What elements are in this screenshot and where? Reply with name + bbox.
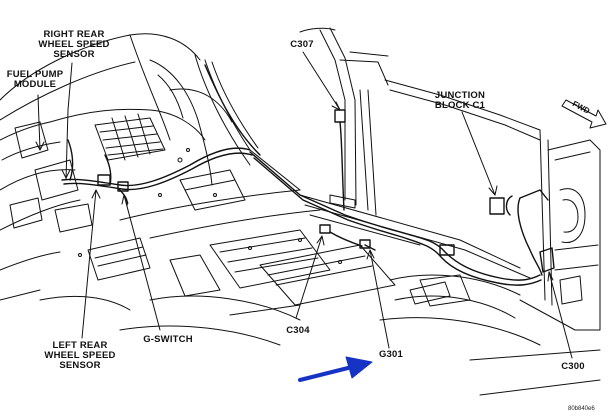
label-line: C300 [561, 361, 585, 372]
figure-code: 80b840e6 [568, 406, 595, 412]
body-pillar [194, 27, 601, 396]
label-line: WHEEL SPEED [44, 350, 116, 361]
label-fuel-pump-module: FUEL PUMP MODULE [4, 70, 66, 90]
fwd-arrow-icon [561, 99, 607, 129]
label-c304: C304 [280, 326, 316, 336]
label-junction-block-c1: JUNCTION BLOCK C1 [428, 91, 492, 111]
floor-pan [39, 148, 396, 346]
label-c307: C307 [284, 40, 320, 50]
label-line: G301 [378, 349, 404, 360]
blue-pointer-arrow [298, 356, 373, 382]
callout-leaders [35, 51, 573, 359]
wiring-harness [61, 64, 555, 286]
label-c300: C300 [555, 362, 591, 372]
label-line: SENSOR [59, 360, 101, 371]
label-line: JUNCTION [434, 90, 486, 101]
label-line: RIGHT REAR [43, 29, 105, 40]
label-line: MODULE [13, 79, 57, 90]
label-line: WHEEL SPEED [38, 39, 110, 50]
label-line: G-SWITCH [143, 334, 193, 345]
label-right-rear-wheel-speed-sensor: RIGHT REAR WHEEL SPEED SENSOR [34, 30, 114, 60]
label-line: SENSOR [53, 49, 95, 60]
label-line: FUEL PUMP [6, 69, 64, 80]
rear-body-outline [0, 33, 233, 301]
label-line: LEFT REAR [52, 340, 108, 351]
label-line: C307 [290, 39, 314, 50]
label-line: BLOCK C1 [434, 100, 486, 111]
label-line: C304 [286, 325, 310, 336]
label-left-rear-wheel-speed-sensor: LEFT REAR WHEEL SPEED SENSOR [40, 341, 120, 371]
label-g301: G301 [373, 350, 409, 360]
label-g-switch: G-SWITCH [140, 335, 196, 345]
